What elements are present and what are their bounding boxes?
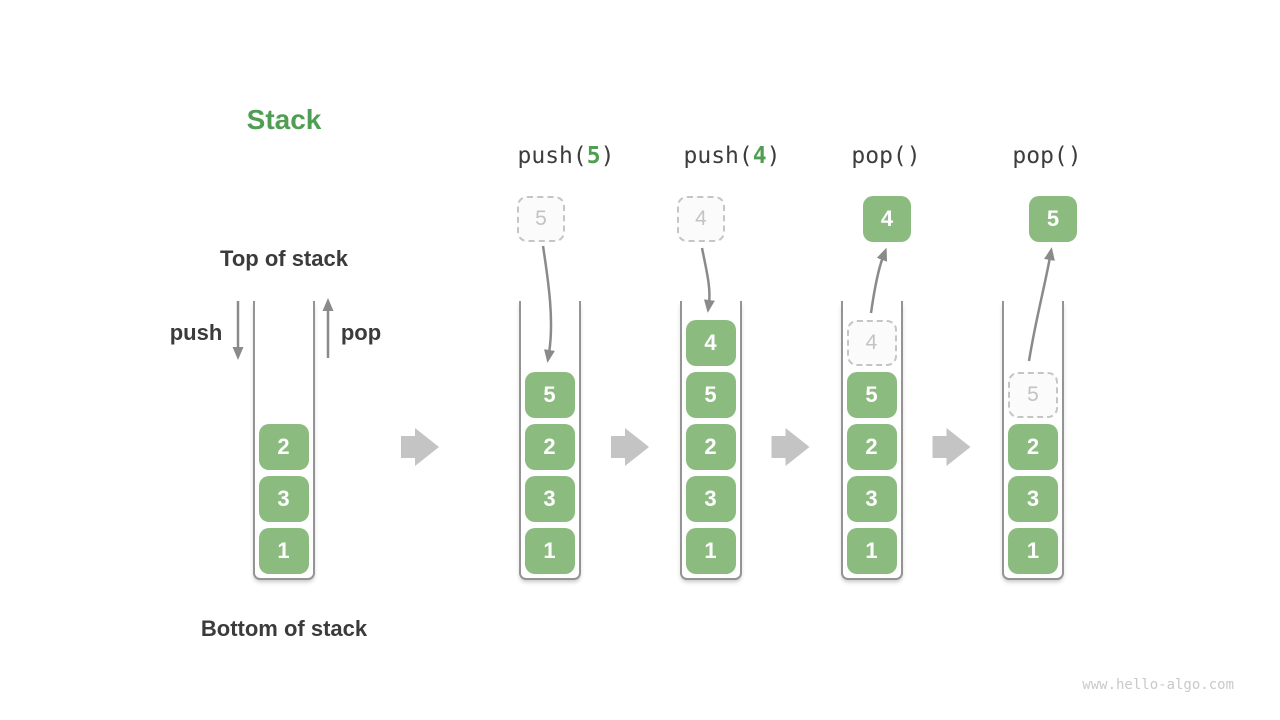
stack-item: 2 xyxy=(258,424,309,470)
push-label: push xyxy=(169,320,223,345)
bottom-of-stack-label: Bottom of stack xyxy=(200,616,368,641)
stack-item: 2 xyxy=(846,424,897,470)
floating-item: 4 xyxy=(677,196,725,242)
floating-item: 5 xyxy=(517,196,565,242)
transition-arrow-icon xyxy=(932,428,971,466)
floating-item: 5 xyxy=(1029,196,1077,242)
operation-label: push(5) xyxy=(518,143,615,169)
stack-item: 1 xyxy=(1008,528,1058,574)
stack-item: 5 xyxy=(685,372,736,418)
stack-item: 2 xyxy=(1008,424,1058,470)
ghost-item: 5 xyxy=(1008,372,1058,418)
push-4-flow-arrow-icon xyxy=(700,247,715,313)
stack-item: 3 xyxy=(524,476,575,522)
stack-item: 3 xyxy=(1008,476,1058,522)
operation-prefix: pop() xyxy=(1012,143,1082,169)
transition-arrow-icon xyxy=(611,428,649,466)
operation-label: pop() xyxy=(851,143,920,169)
stack-item: 3 xyxy=(846,476,897,522)
stack-item: 3 xyxy=(258,476,309,522)
operation-suffix: ) xyxy=(600,143,615,169)
stack-item: 1 xyxy=(524,528,575,574)
top-of-stack-label: Top of stack xyxy=(220,246,348,271)
stack-item: 2 xyxy=(685,424,736,470)
ghost-item: 4 xyxy=(846,320,897,366)
operation-prefix: pop() xyxy=(851,143,921,169)
transition-arrow-icon xyxy=(401,428,439,466)
floating-item: 4 xyxy=(863,196,911,242)
watermark: www.hello-algo.com xyxy=(1082,677,1234,693)
operation-suffix: ) xyxy=(766,143,781,169)
operation-argument: 4 xyxy=(752,143,767,169)
operation-label: push(4) xyxy=(684,143,781,169)
diagram-title: Stack xyxy=(246,104,322,135)
stack-item: 1 xyxy=(846,528,897,574)
stack-item: 1 xyxy=(258,528,309,574)
stack-item: 2 xyxy=(524,424,575,470)
stack-item: 5 xyxy=(524,372,575,418)
operation-prefix: push( xyxy=(683,143,753,169)
stack-item: 3 xyxy=(685,476,736,522)
transition-arrow-icon xyxy=(771,428,810,466)
operation-label: pop() xyxy=(1012,143,1081,169)
operation-argument: 5 xyxy=(586,143,601,169)
stack-item: 1 xyxy=(685,528,736,574)
pop-label: pop xyxy=(340,320,382,345)
stack-item: 5 xyxy=(846,372,897,418)
operation-prefix: push( xyxy=(517,143,587,169)
stack-item: 4 xyxy=(685,320,736,366)
